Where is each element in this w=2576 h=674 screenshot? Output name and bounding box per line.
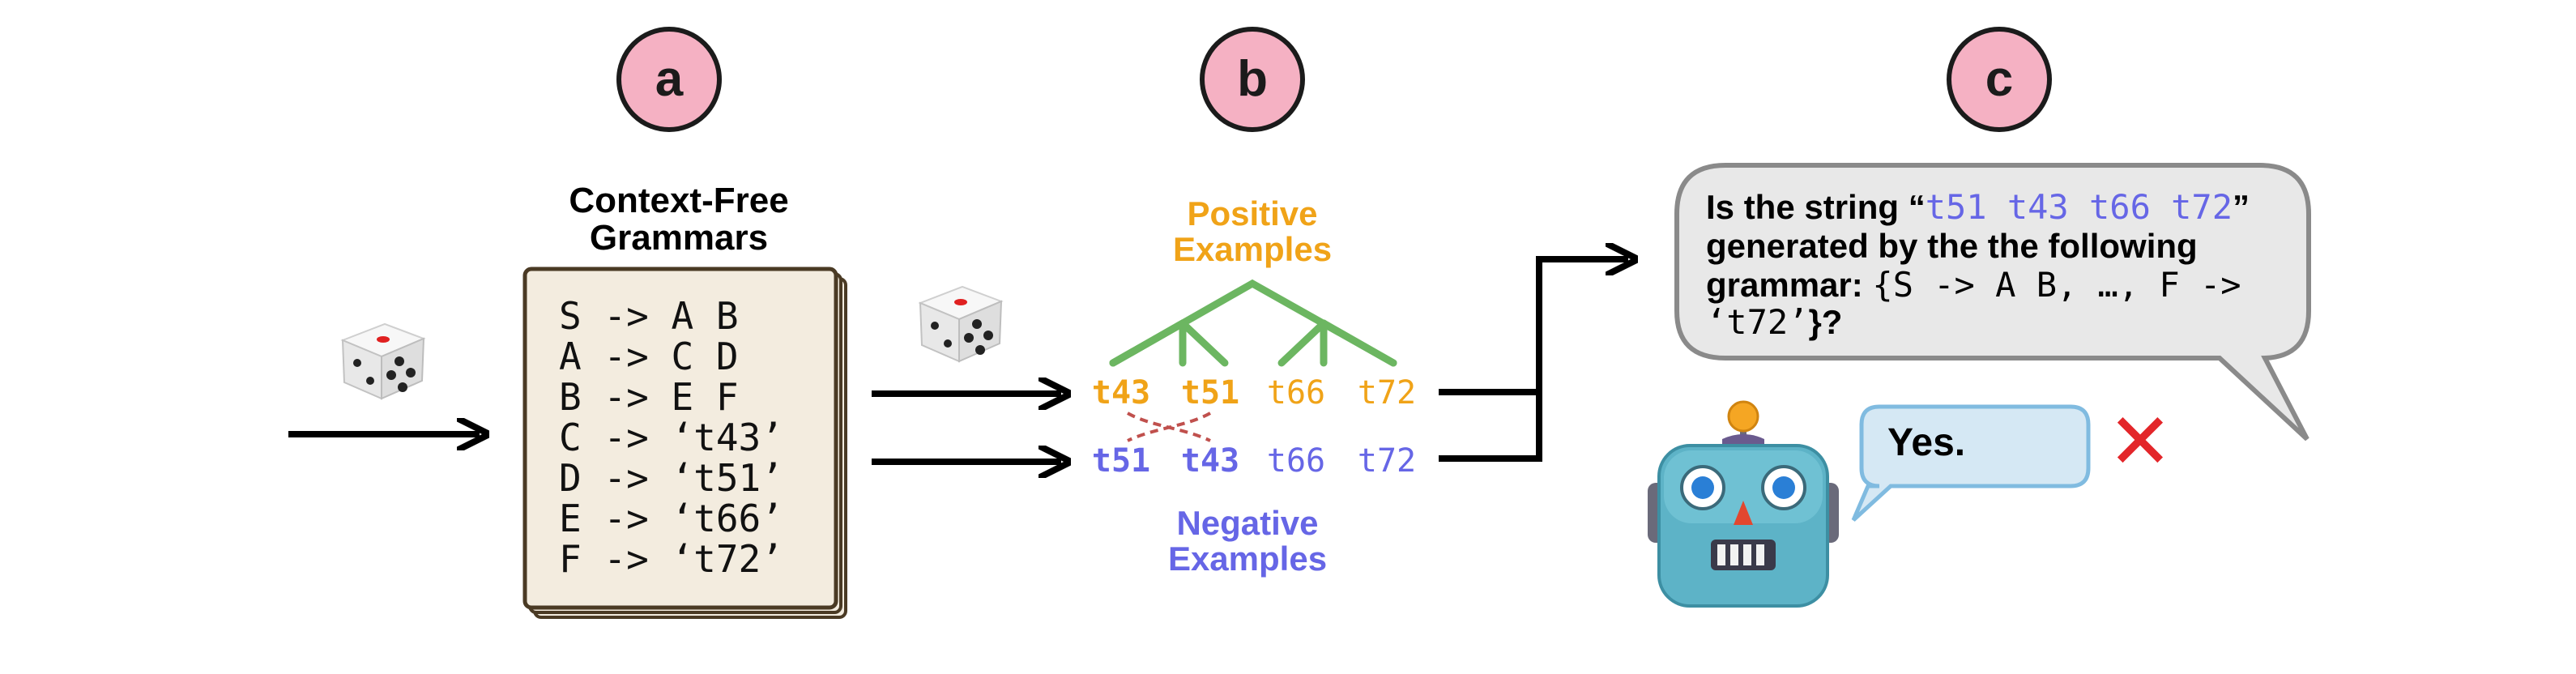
- question-line4-code: ‘t72’: [1706, 302, 1808, 342]
- grammar-rule: D -> ‘t51’: [559, 456, 783, 500]
- grammar-rule: C -> ‘t43’: [559, 416, 783, 459]
- robot-icon: [1648, 400, 1839, 608]
- negative-tokens: t51 t43 t66 t72: [1092, 442, 1416, 480]
- question-line1-suffix: ”: [2233, 188, 2250, 226]
- answer-bubble: [1851, 404, 2091, 522]
- positive-label-line1: Positive: [1187, 194, 1317, 232]
- positive-label-line2: Examples: [1173, 230, 1332, 268]
- parse-tree-branches: [1179, 319, 1328, 367]
- question-line2: generated by the the following: [1706, 227, 2198, 265]
- question-text: Is the string “t51 t43 t66 t72” generate…: [1706, 187, 2250, 342]
- badge-c: c: [1947, 27, 2052, 132]
- negative-label-line1: Negative: [1176, 504, 1318, 542]
- grammar-rule: S -> A B: [559, 294, 739, 338]
- badge-c-label: c: [1985, 51, 2013, 107]
- grammar-title-line2: Grammars: [590, 218, 768, 258]
- positive-token: t43: [1092, 374, 1150, 412]
- question-line1: Is the string “t51 t43 t66 t72”: [1706, 187, 2250, 227]
- answer-text: Yes.: [1887, 421, 1965, 464]
- grammar-rule: E -> ‘t66’: [559, 497, 783, 540]
- question-bubble: [1674, 163, 2311, 442]
- badge-b: b: [1200, 27, 1305, 132]
- question-line3-code: {S -> A B, …, F ->: [1872, 265, 2241, 305]
- badge-a: a: [616, 27, 722, 132]
- grammar-title-line1: Context-Free: [569, 181, 788, 220]
- question-line4: ‘t72’}?: [1706, 302, 1842, 342]
- negative-label-line2: Examples: [1168, 540, 1327, 578]
- positive-token: t51: [1181, 374, 1239, 412]
- badge-a-label: a: [655, 51, 684, 107]
- grammar-rule: F -> ‘t72’: [559, 537, 783, 581]
- parse-tree: [1109, 279, 1397, 367]
- grammar-rule: B -> E F: [559, 375, 739, 419]
- negative-token: t72: [1358, 442, 1416, 480]
- grammar-rules: S -> A B A -> C D B -> E F C -> ‘t43’ D …: [559, 294, 783, 581]
- dice-icon: [340, 322, 426, 400]
- grammar-card: [522, 267, 847, 619]
- negative-token: t66: [1267, 442, 1325, 480]
- question-line3: grammar: {S -> A B, …, F ->: [1706, 265, 2241, 305]
- grammar-rule: A -> C D: [559, 335, 739, 378]
- question-string: t51 t43 t66 t72: [1926, 187, 2233, 227]
- question-line4-suffix: }?: [1808, 303, 1842, 341]
- negative-token: t43: [1181, 442, 1239, 480]
- negative-token: t51: [1092, 442, 1150, 480]
- badge-b-label: b: [1237, 51, 1268, 107]
- swap-crossing: [1127, 412, 1211, 442]
- merge-connector: [1439, 259, 1628, 462]
- positive-token: t66: [1267, 374, 1325, 412]
- question-line3-prefix: grammar:: [1706, 266, 1872, 304]
- dice-icon: [918, 285, 1004, 363]
- cross-mark-icon: ✕: [2108, 399, 2173, 485]
- positive-tokens: t43 t51 t66 t72: [1092, 374, 1416, 412]
- question-line1-prefix: Is the string “: [1706, 188, 1926, 226]
- positive-token: t72: [1358, 374, 1416, 412]
